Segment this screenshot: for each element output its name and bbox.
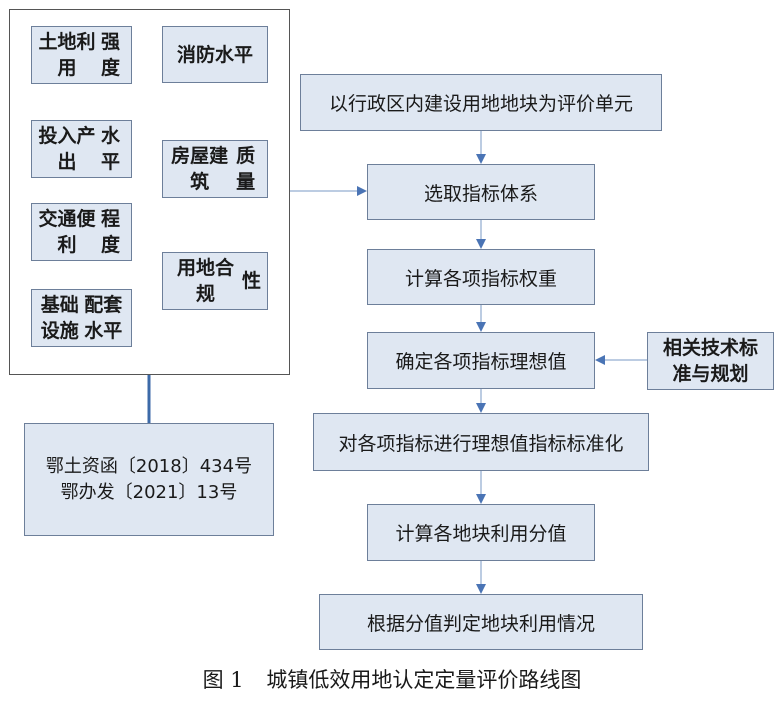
- flow-step-6-compute-scores: 计算各地块利用分值: [367, 504, 595, 561]
- flow-step-2-select-indicators: 选取指标体系: [367, 164, 595, 220]
- indicator-land-use-intensity: 土地利用 强度: [31, 26, 132, 84]
- indicator-infrastructure: 基础设施 配套水平: [31, 289, 132, 347]
- indicator-building-quality: 房屋建筑 质量: [162, 140, 268, 198]
- indicator-traffic-convenience: 交通便利 程度: [31, 203, 132, 261]
- indicator-land-compliance: 用地合规 性: [162, 252, 268, 310]
- flow-step-1-evaluation-unit: 以行政区内建设用地地块为评价单元: [300, 74, 662, 131]
- figure-title: 城镇低效用地认定定量评价路线图: [266, 668, 582, 692]
- indicator-input-output: 投入产出 水平: [31, 120, 132, 178]
- indicator-fire-protection: 消防水平: [162, 26, 268, 83]
- figure-caption: 图 1 城镇低效用地认定定量评价路线图: [0, 664, 784, 694]
- figure-number: 图 1: [202, 668, 244, 692]
- flow-step-5-standardization: 对各项指标进行理想值指标标准化: [313, 413, 649, 471]
- flow-step-4-ideal-values: 确定各项指标理想值: [367, 332, 595, 389]
- policy-document-1: 鄂土资函〔2018〕434号: [45, 455, 253, 477]
- policy-document-2: 鄂办发〔2021〕13号: [60, 481, 238, 503]
- policy-documents-box: 鄂土资函〔2018〕434号 鄂办发〔2021〕13号: [24, 423, 274, 536]
- flow-step-3-compute-weights: 计算各项指标权重: [367, 249, 595, 305]
- flow-step-7-determine-usage: 根据分值判定地块利用情况: [319, 594, 643, 650]
- technical-standards-box: 相关技术标 准与规划: [647, 332, 774, 390]
